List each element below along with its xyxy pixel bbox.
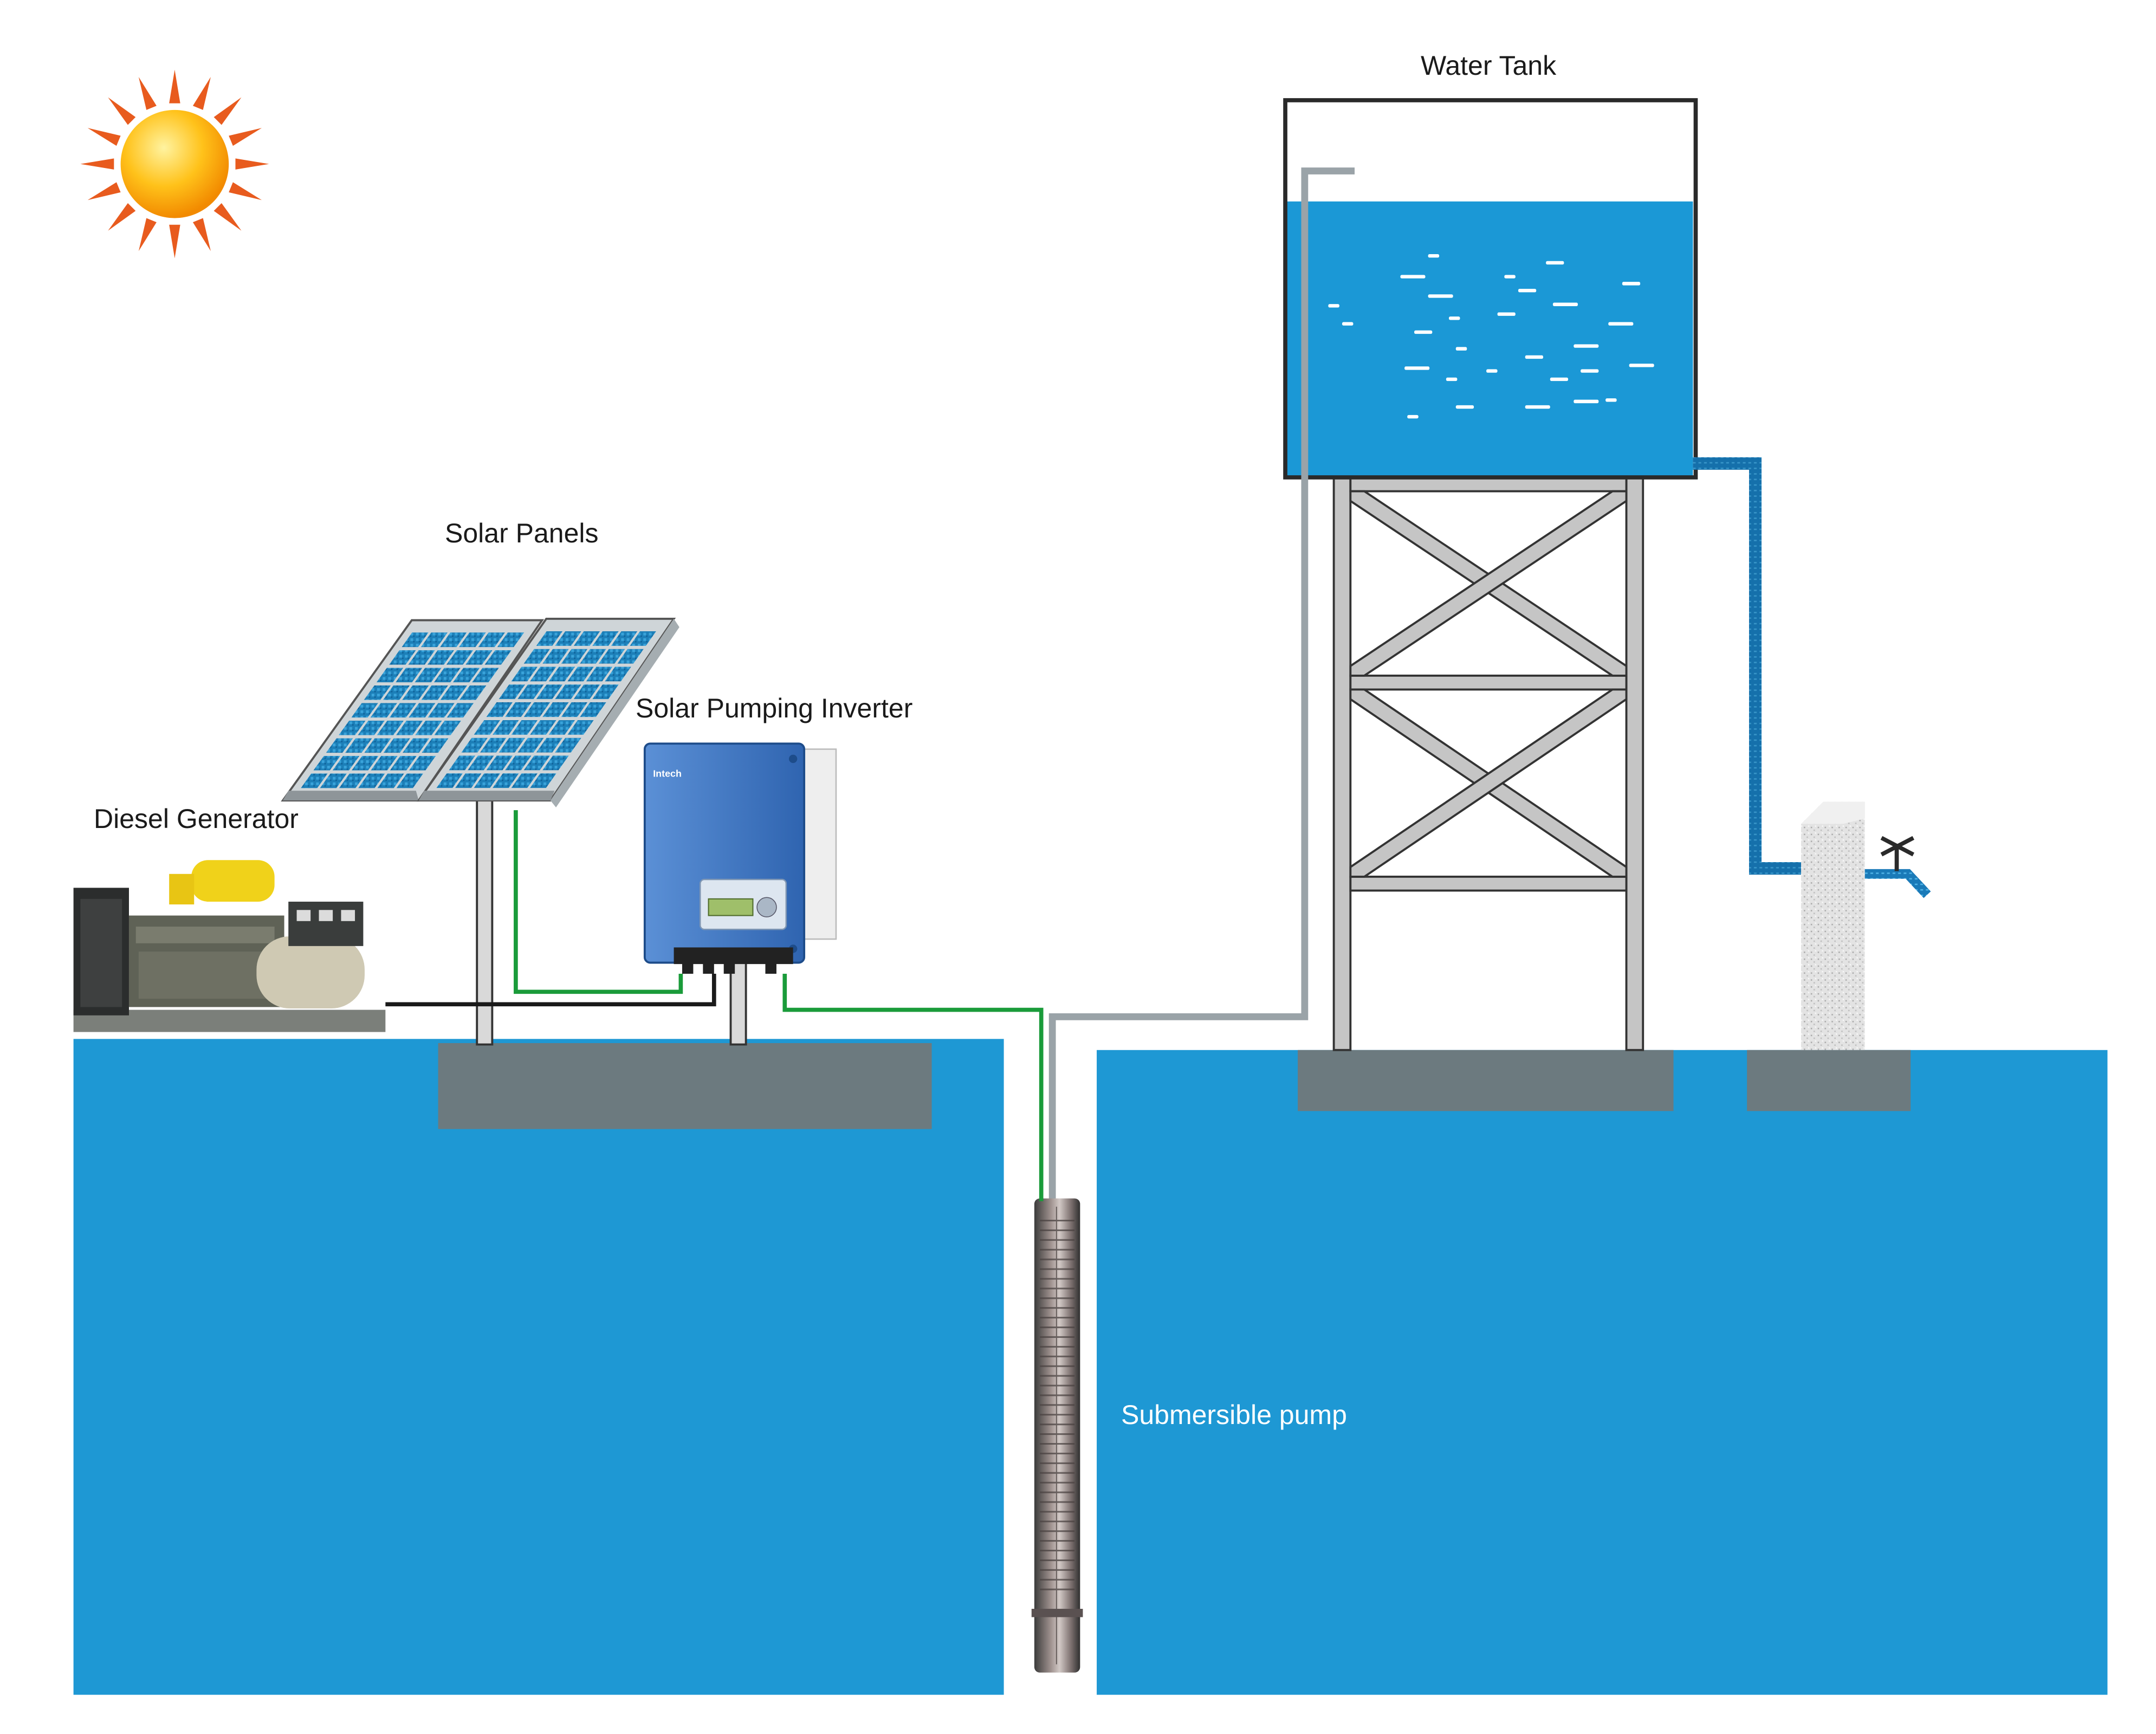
tap-foundation [1747, 1050, 1911, 1111]
solar-panel-right [417, 618, 679, 807]
ground-right [1097, 1050, 2108, 1695]
solar-panels-label: Solar Panels [445, 518, 599, 548]
sun-icon [80, 69, 269, 258]
inverter-brand: Intech [653, 768, 682, 779]
panel-foundation [438, 1043, 932, 1129]
diesel-generator [73, 860, 386, 1032]
diesel-generator-label: Diesel Generator [94, 804, 299, 834]
dc-wire-pump [782, 974, 1044, 1201]
ac-wire-generator [385, 974, 716, 1007]
outlet-pipe [1693, 457, 1805, 875]
water-tank [1283, 98, 1698, 480]
inverter-label: Solar Pumping Inverter [636, 693, 913, 723]
ground-left [73, 1039, 1004, 1695]
water-tank-label: Water Tank [1421, 50, 1557, 81]
submersible-pump [1031, 1198, 1083, 1673]
dc-wire-panels [514, 810, 683, 994]
riser-pipe [1048, 167, 1355, 1201]
solar-pumping-inverter: Intech [643, 742, 837, 974]
tap-valve-icon [1880, 836, 1914, 871]
tank-tower [1332, 476, 1644, 1051]
tap-stand [1801, 801, 1931, 1050]
tank-foundation [1298, 1050, 1674, 1111]
submersible-pump-label: Submersible pump [1121, 1400, 1347, 1430]
